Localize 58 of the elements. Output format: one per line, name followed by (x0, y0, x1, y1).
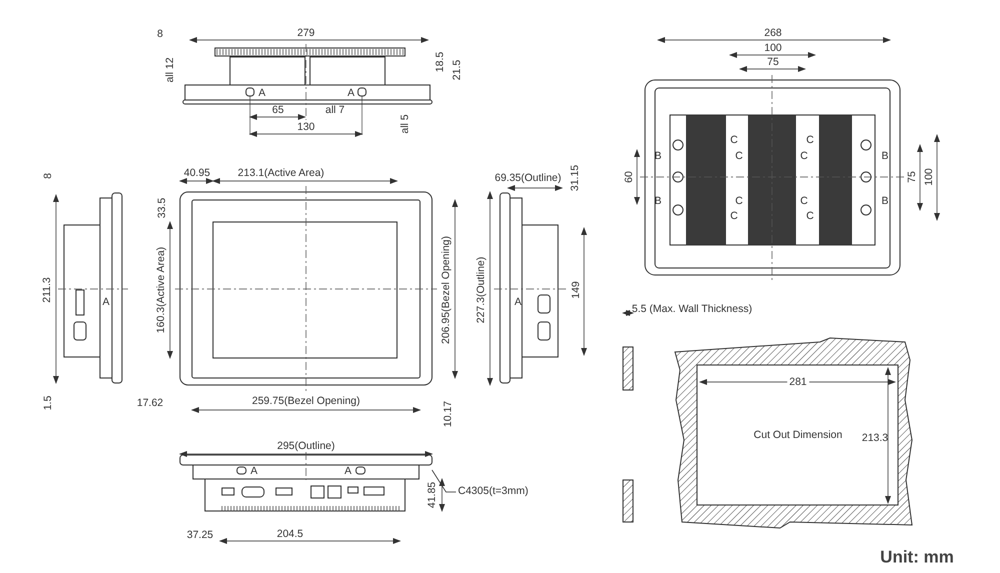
dimension-value: 259.75(Bezel Opening) (252, 396, 360, 406)
callout-label: C4305(t=3mm) (458, 486, 528, 496)
dimension-value: 204.5 (276, 528, 304, 540)
callout-letter: A (102, 296, 110, 308)
dimension-value: 1.5 (42, 396, 54, 410)
callout-letter: C (730, 210, 738, 222)
dimension-value: 211.3 (42, 277, 52, 303)
callout-letter: B (882, 150, 888, 162)
callout-letter: C (730, 134, 738, 146)
dimension-value: 65 (272, 104, 284, 116)
dimension-value: 279 (297, 28, 315, 38)
dimension-value: 160.3(Active Area) (156, 246, 166, 334)
dimension-value: 8 (157, 28, 163, 40)
callout-letter: A (514, 296, 522, 308)
callout-letter: C (800, 196, 808, 206)
dimension-value: 21.5 (452, 60, 462, 80)
dimension-value: 281 (787, 376, 809, 388)
dimension-value: all 12 (164, 57, 176, 83)
callout-letter: A (348, 88, 354, 98)
dimension-value: 37.25 (186, 530, 214, 540)
dimension-value: 75 (767, 56, 779, 68)
dimension-value: 100 (764, 42, 782, 54)
dimension-value: 69.35(Outline) (494, 172, 562, 184)
dimension-value: 18.5 (434, 52, 446, 72)
callout-letter: A (250, 466, 258, 476)
callout-letter: C (735, 196, 743, 206)
dimension-value: 41.85 (426, 482, 438, 508)
unit-note: Unit: mm (880, 548, 954, 566)
dimension-value: 100 (924, 168, 934, 186)
dimension-value: 213.3 (862, 432, 888, 444)
dimension-value: 268 (764, 28, 782, 38)
callout-letter: B (882, 196, 888, 206)
dimension-value: 227.3(Outline) (476, 256, 486, 324)
dimension-value: all 5 (400, 114, 410, 134)
callout-letter: B (654, 150, 662, 162)
callout-letter: C (806, 134, 814, 146)
dimension-value: 130 (297, 122, 315, 132)
dimension-value: 40.95 (184, 168, 210, 178)
callout-letter: B (654, 196, 662, 206)
dimension-value: 149 (570, 281, 582, 299)
callout-letter: A (344, 466, 352, 476)
callout-letter: C (800, 150, 808, 162)
callout-letter: C (806, 210, 814, 222)
leader-line (432, 470, 456, 492)
dimension-value: 10.17 (442, 400, 454, 428)
dimension-value: 75 (906, 171, 918, 183)
dimension-value: 33.5 (156, 198, 168, 218)
dimension-value: 17.62 (136, 398, 164, 408)
dimension-value: all 7 (325, 104, 345, 116)
note-text: Cut Out Dimension (754, 430, 842, 440)
dimension-value: 206.95(Bezel Opening) (440, 236, 452, 344)
dimension-value: 5.5 (Max. Wall Thickness) (632, 304, 752, 314)
callout-letter: A (258, 88, 266, 98)
dimension-value: 31.15 (570, 164, 580, 192)
dimension-value: 213.1(Active Area) (238, 168, 324, 178)
dimension-value: 8 (42, 173, 54, 179)
dimension-value: 60 (624, 171, 634, 183)
callout-letter: C (735, 150, 743, 162)
